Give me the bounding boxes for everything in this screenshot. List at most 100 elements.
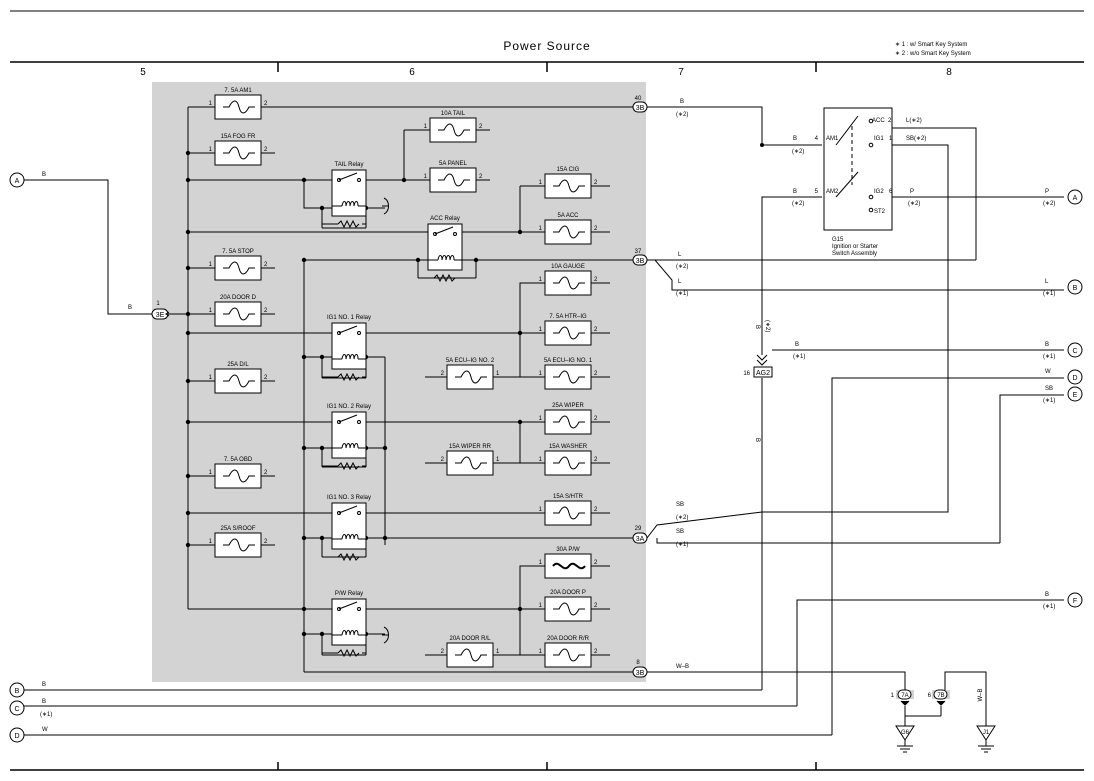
svg-text:2: 2 [594, 180, 598, 186]
connector-3b-8: 3B 8 [632, 660, 648, 678]
svg-text:2: 2 [594, 371, 598, 377]
svg-text:7. 5A AM1: 7. 5A AM1 [224, 88, 252, 94]
svg-text:2: 2 [264, 308, 268, 314]
svg-text:7. 5A HTR–IG: 7. 5A HTR–IG [549, 314, 587, 320]
ref-c-left: C [9, 700, 25, 716]
section-5: 5 [140, 67, 146, 78]
svg-text:1: 1 [209, 308, 213, 314]
svg-text:1: 1 [539, 226, 543, 232]
ground-g6: G6 [895, 725, 915, 753]
svg-text:G15: G15 [832, 237, 844, 243]
svg-text:(∗1): (∗1) [676, 542, 688, 548]
svg-text:W–B: W–B [676, 664, 689, 670]
connector-3e-1: 3E 1 [151, 301, 170, 320]
ref-d-left: D [9, 727, 25, 743]
svg-text:20A DOOR P: 20A DOOR P [550, 590, 586, 596]
svg-text:30A P/W: 30A P/W [556, 547, 580, 553]
svg-text:1: 1 [209, 147, 213, 153]
svg-text:B: B [754, 325, 760, 329]
svg-text:IG1 NO. 3 Relay: IG1 NO. 3 Relay [327, 495, 371, 501]
svg-text:2: 2 [594, 226, 598, 232]
connector-3a-29: 3A 29 [632, 526, 648, 544]
svg-text:(∗1): (∗1) [1043, 604, 1055, 610]
svg-text:7. 5A STOP: 7. 5A STOP [222, 249, 254, 255]
svg-text:SB: SB [676, 502, 684, 508]
svg-text:1: 1 [539, 649, 543, 655]
ref-f-right: F [1067, 592, 1083, 608]
svg-text:1: 1 [539, 327, 543, 333]
wire-labels: B B B (∗2) B (∗2) B (∗2) L(∗2) SB(∗2) P … [40, 99, 1055, 733]
svg-text:IG1 NO. 1 Relay: IG1 NO. 1 Relay [327, 315, 371, 321]
svg-text:15A WIPER RR: 15A WIPER RR [449, 444, 492, 450]
svg-text:10A GAUGE: 10A GAUGE [551, 264, 585, 270]
svg-text:L(∗2): L(∗2) [906, 118, 922, 124]
svg-text:E: E [1073, 392, 1078, 399]
svg-text:5A ACC: 5A ACC [557, 213, 579, 219]
svg-text:15A WASHER: 15A WASHER [549, 444, 588, 450]
svg-text:W: W [42, 727, 48, 733]
svg-text:1: 1 [891, 693, 895, 699]
svg-text:25A WIPER: 25A WIPER [552, 403, 584, 409]
svg-text:B: B [795, 342, 799, 348]
svg-text:(∗2): (∗2) [676, 515, 688, 521]
note-2: ∗ 2 : w/o Smart Key System [895, 51, 971, 57]
svg-text:6: 6 [928, 693, 932, 699]
svg-text:4: 4 [815, 136, 819, 142]
svg-text:B: B [15, 688, 20, 695]
svg-text:3E: 3E [156, 312, 165, 319]
svg-text:7. 5A OBD: 7. 5A OBD [224, 457, 253, 463]
fuse-acc: 5A ACC 1 2 [539, 213, 598, 245]
svg-text:2: 2 [888, 118, 892, 124]
svg-text:2: 2 [264, 262, 268, 268]
svg-text:2: 2 [264, 147, 268, 153]
svg-text:F: F [1073, 598, 1077, 605]
relay-pw: P/W Relay [322, 591, 389, 658]
svg-text:B: B [42, 699, 46, 705]
note-1: ∗ 1 : w/ Smart Key System [895, 42, 967, 48]
svg-text:(∗2): (∗2) [676, 112, 688, 118]
svg-text:1: 1 [209, 375, 213, 381]
svg-text:1: 1 [539, 180, 543, 186]
svg-text:(∗2): (∗2) [764, 320, 770, 332]
svg-text:1: 1 [496, 649, 500, 655]
svg-text:1: 1 [209, 470, 213, 476]
svg-text:1: 1 [539, 560, 543, 566]
svg-text:1: 1 [539, 277, 543, 283]
svg-text:1: 1 [539, 457, 543, 463]
svg-text:2: 2 [594, 327, 598, 333]
relay-ig1no1: IG1 NO. 1 Relay [322, 315, 371, 382]
ground-connector-7a: 7A 1 [891, 689, 914, 706]
svg-text:25A S/ROOF: 25A S/ROOF [220, 526, 255, 532]
svg-text:20A DOOR D: 20A DOOR D [220, 295, 257, 301]
fuse-doord: 20A DOOR D 1 2 [209, 295, 268, 327]
svg-text:3A: 3A [636, 536, 645, 543]
svg-text:40: 40 [635, 96, 642, 102]
svg-text:2: 2 [594, 603, 598, 609]
svg-text:5A ECU–IG NO. 1: 5A ECU–IG NO. 1 [544, 358, 593, 364]
svg-text:(∗1): (∗1) [793, 354, 805, 360]
svg-text:2: 2 [594, 416, 598, 422]
svg-text:2: 2 [479, 124, 483, 130]
svg-text:B: B [793, 136, 797, 142]
diagram-title: Power Source [503, 39, 590, 53]
svg-text:IG2: IG2 [874, 189, 884, 195]
svg-text:2: 2 [264, 375, 268, 381]
svg-text:6: 6 [889, 189, 893, 195]
svg-text:B: B [128, 305, 132, 311]
svg-text:5A PANEL: 5A PANEL [439, 161, 468, 167]
svg-text:1: 1 [209, 101, 213, 107]
svg-text:G6: G6 [901, 730, 910, 736]
ref-b-left: B [9, 682, 25, 698]
